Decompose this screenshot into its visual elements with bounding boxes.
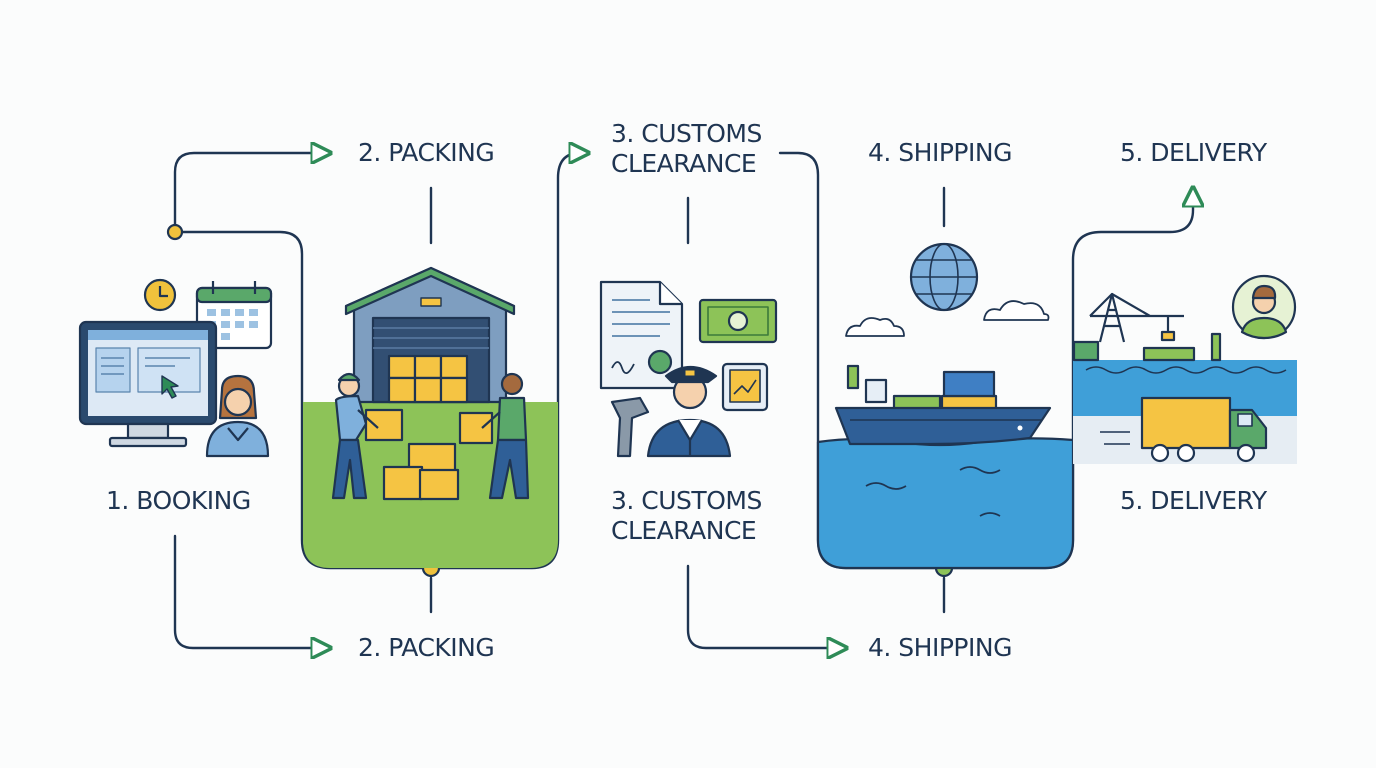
step-customs-label-top: 3. CUSTOMS CLEARANCE xyxy=(611,119,762,179)
wave-icon xyxy=(865,466,1001,517)
document-icon xyxy=(599,280,684,390)
person-icon xyxy=(205,374,270,458)
customs-illustration xyxy=(599,280,778,458)
tablet-icon xyxy=(721,362,769,412)
delivery-illustration xyxy=(1072,274,1297,464)
crane-icon xyxy=(1072,292,1222,362)
step-delivery-label-bottom: 5. DELIVERY xyxy=(1120,486,1267,515)
sea-panel xyxy=(816,437,1075,570)
step-packing-label-top: 2. PACKING xyxy=(358,138,495,167)
worker-icon xyxy=(481,372,530,500)
packing-illustration xyxy=(303,266,558,568)
step-booking-label: 1. BOOKING xyxy=(106,486,251,515)
connector-booking-to-packing-top xyxy=(173,153,328,234)
avatar-icon xyxy=(1231,274,1297,340)
step-customs-label-line1: 3. CUSTOMS xyxy=(611,119,762,148)
step-customs-label-line1: 3. CUSTOMS xyxy=(611,486,762,515)
step-customs-label-line2: CLEARANCE xyxy=(611,516,757,545)
scanner-icon xyxy=(610,396,650,458)
money-icon xyxy=(698,298,778,344)
step-customs-label-bottom: 3. CUSTOMS CLEARANCE xyxy=(611,486,762,546)
ship-icon xyxy=(834,364,1052,446)
globe-icon xyxy=(909,242,979,312)
node-booking xyxy=(166,223,184,241)
shipping-illustration xyxy=(816,242,1075,570)
officer-icon xyxy=(646,365,732,458)
booking-illustration xyxy=(78,278,273,458)
connector-booking-to-packing-bottom xyxy=(173,534,328,648)
connector-customs-to-shipping-bottom xyxy=(686,564,844,648)
step-delivery-label-top: 5. DELIVERY xyxy=(1120,138,1267,167)
box-icon xyxy=(364,354,494,501)
truck-icon xyxy=(1140,396,1268,463)
computer-icon xyxy=(78,320,218,448)
step-shipping-label-bottom: 4. SHIPPING xyxy=(868,633,1012,662)
worker-icon xyxy=(331,372,379,500)
cloud-icon xyxy=(845,300,1050,337)
clock-icon xyxy=(143,278,177,312)
step-packing-label-bottom: 2. PACKING xyxy=(358,633,495,662)
step-shipping-label-top: 4. SHIPPING xyxy=(868,138,1012,167)
step-customs-label-line2: CLEARANCE xyxy=(611,149,757,178)
